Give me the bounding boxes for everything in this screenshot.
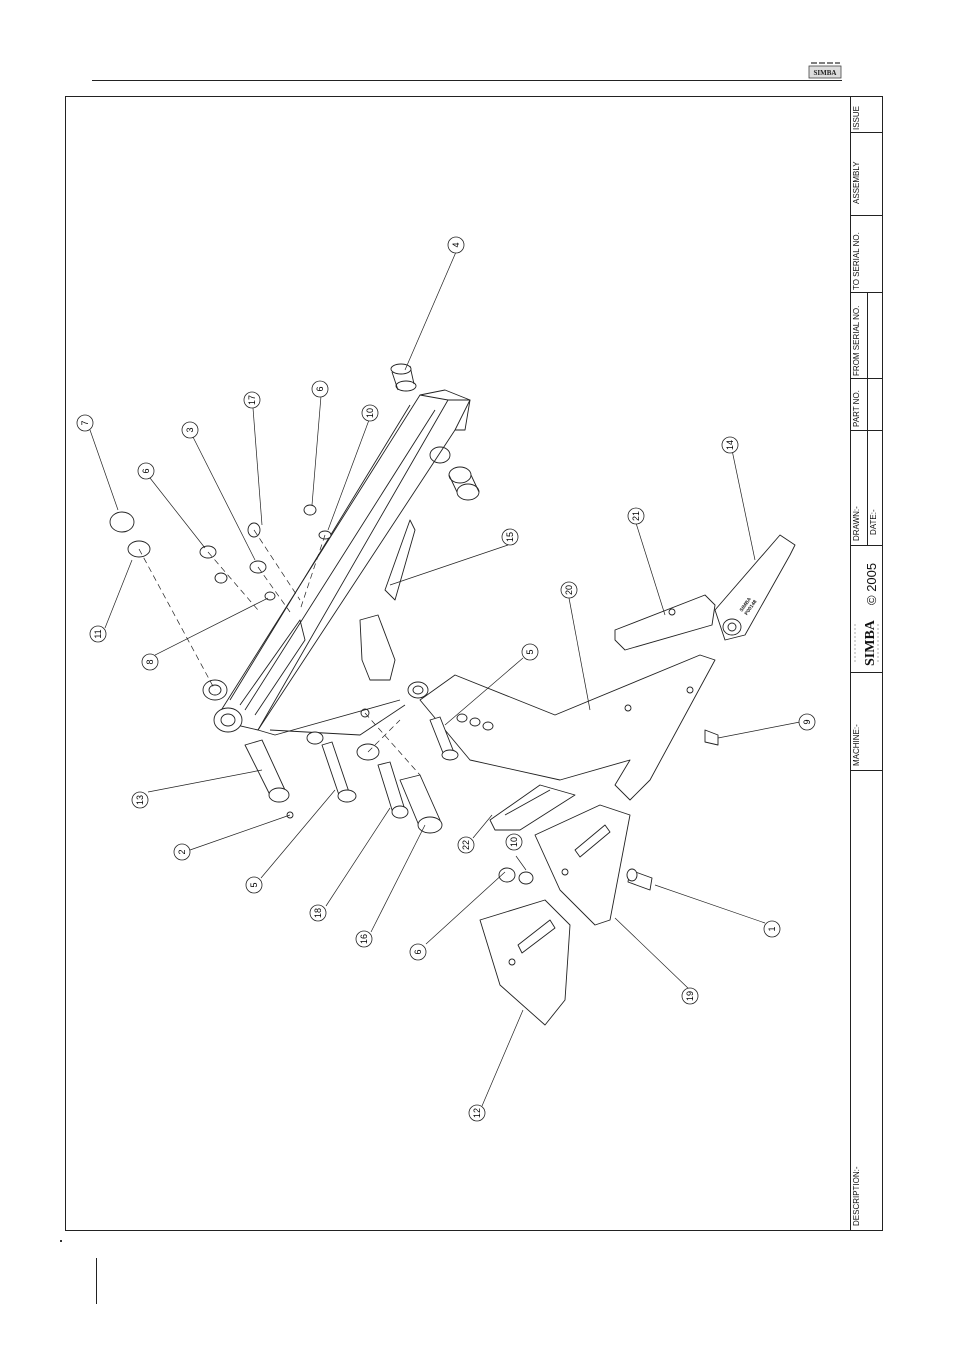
- callout-number: 14: [725, 440, 735, 450]
- callout-number: 16: [359, 934, 369, 944]
- washer: [307, 732, 323, 744]
- washer-10-lower: [519, 872, 533, 884]
- callout-number: 9: [802, 719, 812, 724]
- pin-5: [322, 742, 356, 802]
- pin-13: [245, 740, 289, 802]
- pin-16: [400, 775, 442, 833]
- callout-number: 1: [767, 926, 777, 931]
- callout-number: 17: [247, 395, 257, 405]
- callout-number: 7: [80, 420, 90, 425]
- callout-number: 10: [509, 837, 519, 847]
- washer: [215, 573, 227, 583]
- callout-number: 22: [461, 840, 471, 850]
- callout-number: 5: [525, 649, 535, 654]
- callout-number: 4: [451, 242, 461, 247]
- callout-number: 15: [505, 532, 515, 542]
- nut-6: [304, 505, 316, 515]
- callout-number: 12: [472, 1108, 482, 1118]
- part-21: [615, 595, 715, 650]
- callout-number: 20: [564, 585, 574, 595]
- pin-18: [378, 762, 408, 818]
- bushing-4: [391, 364, 416, 391]
- bushing-lower: [449, 467, 479, 500]
- callout-number: 18: [313, 908, 323, 918]
- callout-number: 6: [413, 949, 423, 954]
- web-plate-15: [360, 520, 415, 680]
- bracket-20: [408, 655, 715, 800]
- callout-number: 6: [315, 386, 325, 391]
- callout-number: 10: [365, 408, 375, 418]
- callout-number: 8: [145, 659, 155, 664]
- nut-7: [110, 512, 134, 532]
- callout-number: 6: [141, 468, 151, 473]
- bolt-1: [627, 869, 652, 890]
- callout-number: 11: [93, 629, 103, 638]
- tine-14: [715, 535, 795, 640]
- pin-9: [705, 730, 718, 745]
- main-arm: [203, 390, 470, 735]
- callout-number: 5: [249, 882, 259, 887]
- callout-number: 13: [135, 795, 145, 805]
- callout-number: 21: [631, 511, 641, 521]
- callout-number: 2: [177, 849, 187, 854]
- plate-12: [480, 900, 570, 1025]
- callout-number: 19: [685, 991, 695, 1001]
- callout-number: 3: [185, 427, 195, 432]
